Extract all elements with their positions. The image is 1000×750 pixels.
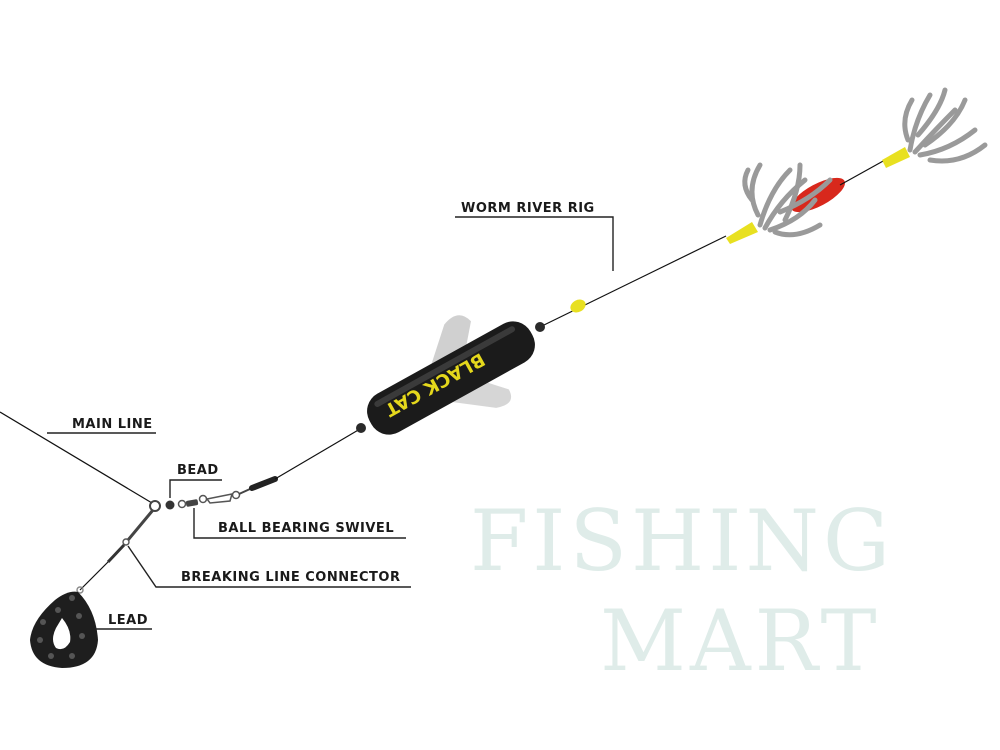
main-line [0, 411, 153, 504]
float-bead-upper [535, 322, 545, 332]
lead-weight [30, 591, 98, 668]
yellow-bead [570, 299, 586, 313]
breaking-line-connector [122, 538, 130, 546]
worm-cluster-2 [882, 87, 988, 168]
black-cat-float: BLACK CAT [367, 315, 535, 435]
watermark-line1: FISHING [470, 492, 894, 590]
label-ball-bearing-swivel: BALL BEARING SWIVEL [193, 508, 406, 539]
ring-icon [149, 500, 161, 512]
link-rod [126, 509, 155, 541]
lead-ring-icon [76, 586, 84, 594]
snap [106, 543, 126, 564]
lead-line [79, 561, 109, 591]
svg-text:WORM RIVER RIG: WORM RIVER RIG [461, 201, 595, 216]
svg-text:BEAD: BEAD [177, 463, 219, 478]
line-segment [274, 428, 361, 480]
label-breaking-line-connector: BREAKING LINE CONNECTOR [127, 545, 411, 588]
float-bead-lower [356, 423, 366, 433]
svg-text:BREAKING LINE CONNECTOR: BREAKING LINE CONNECTOR [181, 570, 400, 585]
sleeve [249, 476, 278, 491]
watermark-line2: MART [600, 592, 880, 690]
svg-text:BALL BEARING SWIVEL: BALL BEARING SWIVEL [218, 521, 394, 536]
svg-text:LEAD: LEAD [108, 613, 148, 628]
ball-bearing-swivel [177, 488, 251, 509]
label-main-line: MAIN LINE [47, 417, 156, 434]
label-lead: LEAD [95, 613, 152, 630]
watermark: FISHING MART [470, 492, 894, 690]
bead [165, 500, 175, 510]
worm-cluster-1 [726, 159, 886, 244]
svg-text:MAIN LINE: MAIN LINE [72, 417, 153, 432]
line-segment [543, 235, 727, 326]
label-worm-river-rig: WORM RIVER RIG [455, 201, 614, 271]
label-bead: BEAD [169, 463, 222, 498]
